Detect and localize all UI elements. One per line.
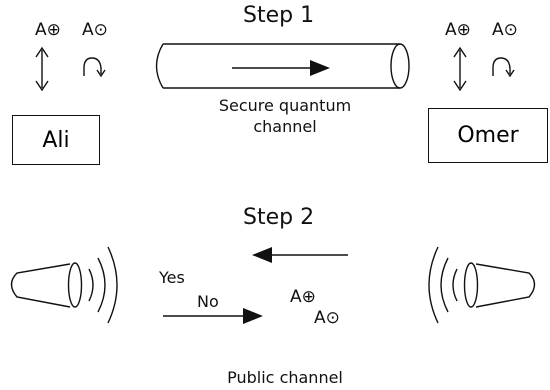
public-arrow-left <box>252 247 348 263</box>
right-basis-circular: A⊙ <box>492 20 518 40</box>
right-megaphone-icon <box>463 262 536 308</box>
left-circular-arrow <box>83 57 106 78</box>
left-vertical-double-arrow <box>35 46 49 92</box>
right-vertical-double-arrow <box>453 46 467 92</box>
left-basis-rectilinear: A⊕ <box>35 20 61 40</box>
no-label: No <box>197 292 219 311</box>
left-basis-circular: A⊙ <box>82 20 108 40</box>
announced-basis-circular: A⊙ <box>314 308 340 328</box>
public-channel-label: Public channel <box>227 368 343 387</box>
right-circular-arrow <box>492 57 515 78</box>
quantum-channel-tube <box>155 43 410 89</box>
quantum-channel-label-line1: Secure quantum <box>218 96 352 115</box>
party-box-left: Ali <box>12 115 100 165</box>
party-box-right: Omer <box>428 108 548 163</box>
public-arrow-right <box>163 308 263 324</box>
party-name-left: Ali <box>42 127 70 153</box>
right-basis-rectilinear: A⊕ <box>445 20 471 40</box>
step1-title: Step 1 <box>243 3 315 28</box>
announced-basis-rectilinear: A⊕ <box>290 287 316 307</box>
quantum-direction-arrow <box>232 60 330 76</box>
yes-label: Yes <box>159 268 185 287</box>
left-megaphone-icon <box>10 262 83 308</box>
step2-title: Step 2 <box>243 205 315 230</box>
quantum-channel-label-line2: channel <box>253 117 317 136</box>
party-name-right: Omer <box>457 123 519 148</box>
left-sound-waves <box>88 246 118 324</box>
right-sound-waves <box>428 246 458 324</box>
